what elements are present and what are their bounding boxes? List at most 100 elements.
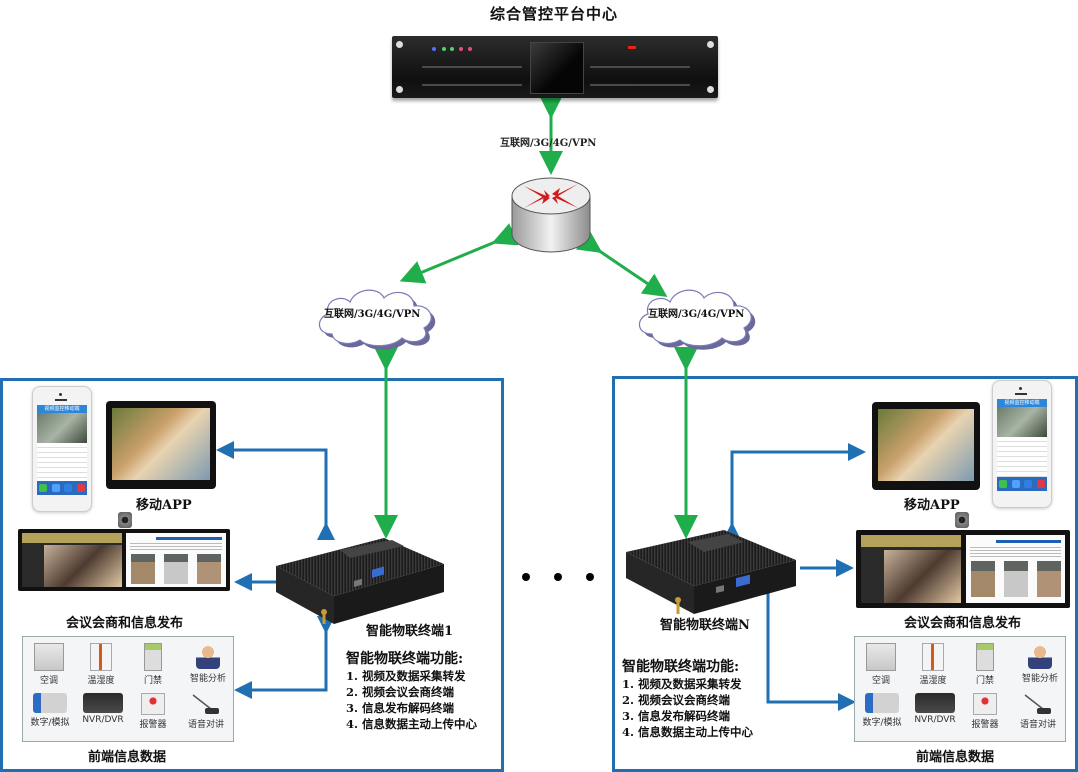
info-publish-screen — [126, 533, 226, 587]
alarm-icon — [141, 693, 165, 715]
rack-display — [530, 42, 584, 94]
status-led-icon — [468, 47, 472, 51]
status-led-icon — [459, 47, 463, 51]
conference-label-n: 会议会商和信息发布 — [904, 616, 1022, 631]
device-alarm: 报警器 — [131, 691, 175, 730]
air-conditioner-icon — [34, 643, 64, 671]
terminal-functions-1: 智能物联终端功能: 1. 视频及数据采集转发 2. 视频会议会商终端 3. 信息… — [346, 648, 477, 732]
more-terminals-ellipsis — [510, 566, 606, 585]
terminal-label-n: 智能物联终端N — [660, 618, 750, 633]
smartphone-icon: 视频监控移动端 — [32, 386, 92, 512]
device-smart-analysis: 智能分析 — [183, 639, 233, 684]
device-intercom: 语音对讲 — [1013, 691, 1063, 730]
link-terminal1-frontend — [234, 616, 335, 699]
mobile-app-label-1: 移动APP — [136, 498, 192, 513]
status-led-icon — [432, 47, 436, 51]
conference-display — [856, 530, 1070, 608]
conference-display — [18, 529, 230, 591]
person-analysis-icon — [1028, 643, 1052, 669]
camera-icon — [865, 693, 899, 713]
device-access-control: 门禁 — [963, 639, 1007, 686]
status-led-icon — [450, 47, 454, 51]
microphone-icon — [1024, 694, 1051, 714]
mobile-app-label-n: 移动APP — [904, 498, 960, 513]
alarm-icon — [973, 693, 997, 715]
phone-app-header: 视频监控移动端 — [997, 399, 1047, 407]
link-router-cloud-1 — [399, 223, 519, 284]
cloud-1-icon — [318, 289, 436, 350]
thermometer-icon — [922, 643, 944, 671]
frontend-device-panel-n: 空调 温湿度 门禁 智能分析 数字/模拟 NVR/DVR 报警器 语音对讲 — [854, 636, 1066, 742]
thermometer-icon — [90, 643, 112, 671]
device-smart-analysis: 智能分析 — [1015, 639, 1065, 684]
ptz-camera-icon — [118, 512, 132, 528]
terminal-functions-n: 智能物联终端功能: 1. 视频及数据采集转发 2. 视频会议会商终端 3. 信息… — [622, 656, 753, 740]
info-publish-screen — [966, 535, 1065, 603]
status-led-icon — [442, 47, 446, 51]
functions-title: 智能物联终端功能: — [346, 651, 464, 667]
center-title: 综合管控平台中心 — [490, 5, 619, 23]
air-conditioner-icon — [866, 643, 896, 671]
access-control-icon — [976, 643, 994, 671]
phone-app-header: 视频监控移动端 — [37, 405, 87, 413]
microphone-icon — [192, 694, 219, 714]
ptz-camera-icon — [955, 512, 969, 528]
camera-icon — [33, 693, 67, 713]
device-access-control: 门禁 — [131, 639, 175, 686]
status-led-icon — [628, 46, 636, 49]
uplink-label: 互联网/3G/4G/VPN — [500, 138, 597, 149]
person-analysis-icon — [196, 643, 220, 669]
function-item: 1. 视频及数据采集转发 — [346, 669, 466, 683]
functions-title: 智能物联终端功能: — [622, 659, 740, 675]
device-nvr: NVR/DVR — [909, 691, 961, 725]
access-control-icon — [144, 643, 162, 671]
router-icon — [511, 177, 591, 253]
tablet-icon — [106, 401, 216, 489]
tablet-video — [112, 408, 210, 480]
function-item: 3. 信息发布解码终端 — [622, 709, 731, 723]
link-terminaln-frontend — [759, 576, 856, 711]
link-router-cloud-n — [575, 229, 668, 298]
device-intercom: 语音对讲 — [181, 691, 231, 730]
function-item: 2. 视频会议会商终端 — [622, 693, 731, 707]
device-air-conditioner: 空调 — [27, 639, 71, 686]
device-camera: 数字/模拟 — [857, 691, 907, 728]
drive-slot — [422, 66, 522, 68]
device-thermometer: 温湿度 — [79, 639, 123, 686]
cloud-n-icon — [638, 289, 756, 350]
cloud-1-label: 互联网/3G/4G/VPN — [324, 309, 421, 320]
link-terminal1-mobile-app — [216, 441, 335, 540]
device-nvr: NVR/DVR — [77, 691, 129, 725]
function-item: 4. 信息数据主动上传中心 — [346, 717, 478, 731]
device-camera: 数字/模拟 — [25, 691, 75, 728]
rack-screw-icon — [396, 86, 403, 93]
nvr-icon — [83, 693, 123, 713]
tablet-icon — [872, 402, 980, 490]
function-item: 2. 视频会议会商终端 — [346, 685, 455, 699]
link-terminaln-mobile-app — [723, 443, 866, 540]
rack-screw-icon — [396, 41, 403, 48]
drive-slot — [422, 84, 522, 86]
cloud-n-label: 互联网/3G/4G/VPN — [648, 309, 745, 320]
function-item: 4. 信息数据主动上传中心 — [622, 725, 754, 739]
device-alarm: 报警器 — [963, 691, 1007, 730]
rack-screw-icon — [707, 41, 714, 48]
frontend-label-1: 前端信息数据 — [88, 750, 167, 765]
drive-slot — [590, 84, 690, 86]
frontend-device-panel-1: 空调 温湿度 门禁 智能分析 数字/模拟 NVR/DVR 报警器 语音对讲 — [22, 636, 234, 742]
iot-terminal-1-icon — [276, 538, 444, 624]
rack-screw-icon — [707, 86, 714, 93]
tablet-video — [878, 409, 974, 481]
function-item: 1. 视频及数据采集转发 — [622, 677, 742, 691]
drive-slot — [590, 66, 690, 68]
conference-label-1: 会议会商和信息发布 — [66, 616, 184, 631]
device-air-conditioner: 空调 — [859, 639, 903, 686]
device-thermometer: 温湿度 — [911, 639, 955, 686]
nvr-icon — [915, 693, 955, 713]
terminal-label-1: 智能物联终端1 — [366, 624, 454, 639]
function-item: 3. 信息发布解码终端 — [346, 701, 455, 715]
iot-terminal-n-icon — [626, 530, 796, 614]
rack-server — [392, 36, 718, 98]
smartphone-icon: 视频监控移动端 — [992, 380, 1052, 508]
